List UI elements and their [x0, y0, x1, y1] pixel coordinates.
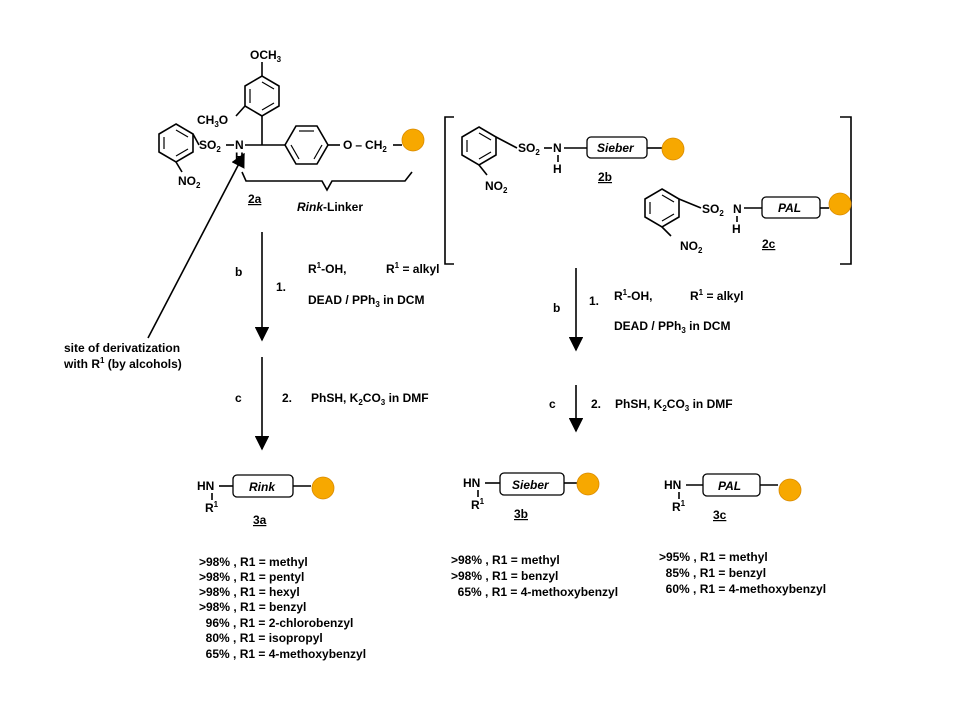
- resin-bead-2c: [828, 192, 852, 216]
- resin-bead-2a: [401, 128, 425, 152]
- compound-2a: NO2 SO2 N H OCH3 CH3O O–CH2 2a Rink-Link…: [158, 48, 425, 214]
- sulfonyl-group-2c: SO2: [702, 202, 724, 218]
- rink-linker-label: Rink-Linker: [297, 200, 363, 214]
- yields-3a: >98% , R1 = methyl >98% , R1 = pentyl >9…: [199, 555, 366, 661]
- amide-nitrogen-2a: N: [235, 138, 244, 152]
- right-reaction-steps: b c 1. R1-OH, R1 = alkyl DEAD / PPh3 in …: [549, 268, 744, 433]
- step-number-2-right: 2.: [591, 397, 601, 411]
- annotation-line-1: site of derivatization: [64, 341, 180, 355]
- compound-label-3c: 3c: [713, 508, 727, 522]
- rink-linker-brace: [241, 171, 413, 192]
- amide-hydrogen-2c: H: [732, 222, 741, 236]
- rink-label-3a: Rink: [249, 480, 276, 494]
- reagent-thiol-right: PhSH, K2CO3 in DMF: [615, 397, 733, 413]
- derivatization-annotation: site of derivatization with R1 (by alcoh…: [63, 341, 182, 371]
- yield-row: 85% , R1 = benzyl: [659, 566, 766, 580]
- methoxy-group-ortho-2a: CH3O: [197, 113, 228, 129]
- amine-hn-3a: HN: [197, 479, 214, 493]
- step-label-b-left: b: [235, 265, 242, 279]
- pal-label-2c: PAL: [778, 201, 801, 215]
- yield-row: 80% , R1 = isopropyl: [199, 631, 323, 645]
- yield-row: >98% , R1 = benzyl: [199, 600, 306, 614]
- compound-label-2a: 2a: [248, 192, 262, 206]
- substituent-r1-3a: R1: [205, 500, 219, 515]
- bracket-left: [444, 116, 454, 265]
- reagent-alcohol-left: R1-OH,: [308, 261, 346, 276]
- compound-2c: NO2 SO2 N H PAL 2c: [644, 188, 852, 255]
- sulfonyl-group-2a: SO2: [199, 138, 221, 154]
- compound-2b: NO2 SO2 N H Sieber 2b: [461, 126, 685, 195]
- yield-row: >98% , R1 = benzyl: [451, 569, 558, 583]
- step-number-2-left: 2.: [282, 391, 292, 405]
- reagent-dead-right: DEAD / PPh3 in DCM: [614, 319, 730, 335]
- compound-label-3a: 3a: [253, 513, 267, 527]
- sieber-label-3b: Sieber: [512, 478, 550, 492]
- reagent-alkyl-right: R1 = alkyl: [690, 288, 744, 303]
- derivatization-arrow: [147, 152, 245, 339]
- step-number-1-right: 1.: [589, 294, 599, 308]
- sulfonyl-group-2b: SO2: [518, 141, 540, 157]
- pal-label-3c: PAL: [718, 479, 741, 493]
- sieber-box-3b: [499, 472, 565, 496]
- amine-hn-3c: HN: [664, 478, 681, 492]
- yields-3b: >98% , R1 = methyl >98% , R1 = benzyl 65…: [451, 553, 618, 599]
- compound-label-2b: 2b: [598, 170, 612, 184]
- ether-oxygen-2a: O–CH2: [343, 138, 387, 154]
- resin-bead-3c: [778, 478, 802, 502]
- step-label-c-right: c: [549, 397, 556, 411]
- reagent-thiol-left: PhSH, K2CO3 in DMF: [311, 391, 429, 407]
- resin-bead-3b: [576, 472, 600, 496]
- reagent-alcohol-right: R1-OH,: [614, 288, 652, 303]
- nitro-group-2a: NO2: [178, 174, 201, 190]
- reagent-alkyl-left: R1 = alkyl: [386, 261, 440, 276]
- yield-row: 65% , R1 = 4-methoxybenzyl: [451, 585, 618, 599]
- resin-bead-3a: [311, 476, 335, 500]
- annotation-line-2: with R1 (by alcohols): [63, 356, 182, 371]
- yield-row: >95% , R1 = methyl: [659, 550, 768, 564]
- step-label-c-left: c: [235, 391, 242, 405]
- yield-row: 96% , R1 = 2-chlorobenzyl: [199, 616, 353, 630]
- compound-label-2c: 2c: [762, 237, 776, 251]
- step-number-1-left: 1.: [276, 280, 286, 294]
- amine-hn-3b: HN: [463, 476, 480, 490]
- reagent-dead-left: DEAD / PPh3 in DCM: [308, 293, 424, 309]
- step-label-b-right: b: [553, 301, 560, 315]
- yields-3c: >95% , R1 = methyl 85% , R1 = benzyl 60%…: [659, 550, 826, 596]
- nitro-group-2b: NO2: [485, 179, 508, 195]
- amide-nitrogen-2c: N: [733, 202, 742, 216]
- left-reaction-steps: b c 1. R1-OH, R1 = alkyl DEAD / PPh3 in …: [235, 232, 440, 451]
- substituent-r1-3b: R1: [471, 497, 485, 512]
- product-3a: HN R1 Rink 3a: [197, 474, 335, 527]
- yield-row: 60% , R1 = 4-methoxybenzyl: [659, 582, 826, 596]
- methoxy-group-para-2a: OCH3: [250, 48, 282, 64]
- bracket-right: [840, 116, 852, 265]
- product-3b: HN R1 Sieber 3b: [463, 472, 600, 521]
- yield-row: >98% , R1 = methyl: [199, 555, 308, 569]
- yield-row: 65% , R1 = 4-methoxybenzyl: [199, 647, 366, 661]
- yield-row: >98% , R1 = methyl: [451, 553, 560, 567]
- substituent-r1-3c: R1: [672, 499, 686, 514]
- compound-label-3b: 3b: [514, 507, 528, 521]
- resin-bead-2b: [661, 137, 685, 161]
- amide-hydrogen-2b: H: [553, 162, 562, 176]
- yield-row: >98% , R1 = pentyl: [199, 570, 304, 584]
- amide-nitrogen-2b: N: [553, 141, 562, 155]
- nitro-group-2c: NO2: [680, 239, 703, 255]
- product-3c: HN R1 PAL 3c: [664, 473, 802, 522]
- yield-row: >98% , R1 = hexyl: [199, 585, 300, 599]
- sieber-label-2b: Sieber: [597, 141, 635, 155]
